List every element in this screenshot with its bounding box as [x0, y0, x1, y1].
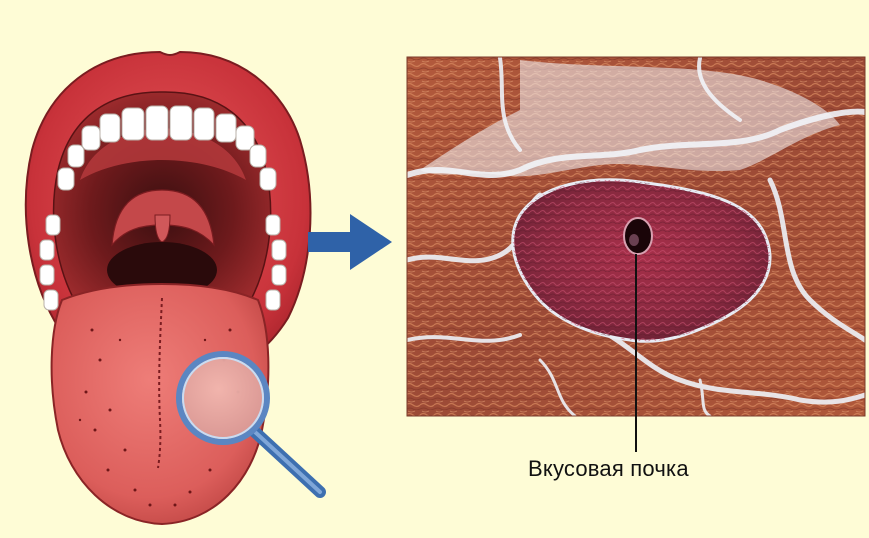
taste-pore: [624, 218, 652, 254]
arrow-right-icon: [308, 214, 392, 270]
taste-bud-label: Вкусовая почка: [528, 456, 689, 482]
mouth-illustration: [26, 52, 311, 524]
